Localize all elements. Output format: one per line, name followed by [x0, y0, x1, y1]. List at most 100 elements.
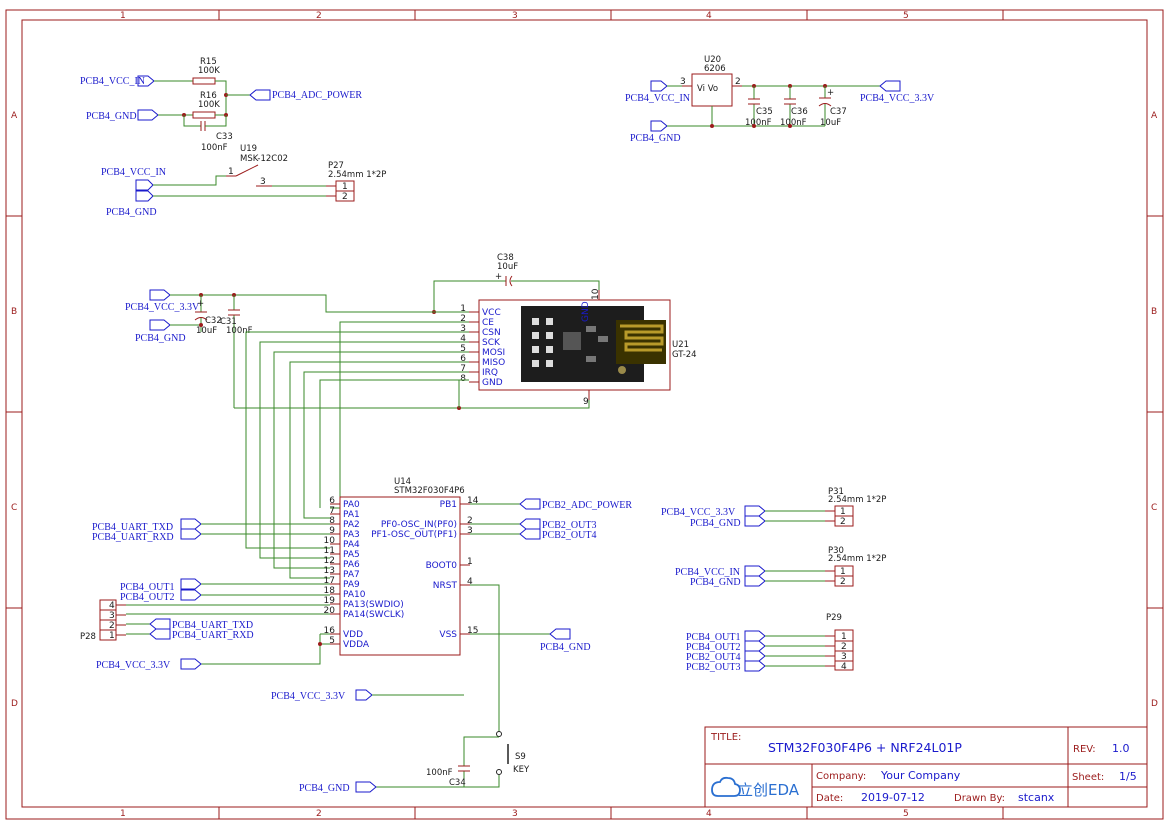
- u21-ref: U21: [672, 340, 689, 350]
- net-flag: [744, 650, 766, 662]
- grid-col-2-bottom: 2: [316, 809, 322, 819]
- p28-ref: P28: [80, 632, 96, 642]
- net-label-gnd-3[interactable]: PCB4_GND: [630, 133, 681, 144]
- net-label-pcb2-adc[interactable]: PCB2_ADC_POWER: [542, 500, 632, 511]
- mcu-pin-name: PA10: [343, 590, 366, 600]
- net-label-vcc-in[interactable]: PCB4_VCC_IN: [80, 76, 145, 87]
- grid-col-4-bottom: 4: [706, 809, 712, 819]
- net-label-vcc-in-3[interactable]: PCB4_VCC_IN: [625, 93, 690, 104]
- p28-pin-number: 4: [109, 601, 115, 611]
- net-flag: [744, 505, 766, 517]
- c31-ref: C31: [220, 317, 237, 327]
- rf-pin-name: MOSI: [482, 348, 505, 358]
- drawn-label: Drawn By:: [954, 793, 1005, 804]
- p30-ref: P30: [828, 546, 844, 556]
- net-label-uart-rxd[interactable]: PCB4_UART_RXD: [92, 532, 174, 543]
- net-label-uart-rxd-2[interactable]: PCB4_UART_RXD: [172, 630, 254, 641]
- net-label-out2[interactable]: PCB4_OUT2: [120, 592, 174, 603]
- rev-label: REV:: [1073, 744, 1096, 755]
- resistor-r15[interactable]: [192, 77, 216, 85]
- u21-pin10: 10: [591, 288, 601, 300]
- u21-pin9: 9: [583, 397, 589, 407]
- mcu-pin-number: 14: [467, 496, 479, 506]
- mcu-pin-number: 18: [324, 586, 336, 596]
- net-label-pcb2-out4[interactable]: PCB2_OUT4: [542, 530, 596, 541]
- connector-p29[interactable]: [834, 629, 854, 671]
- c36-value: 100nF: [780, 118, 807, 128]
- net-label-vcc-in-4[interactable]: PCB4_VCC_IN: [675, 567, 740, 578]
- net-label-uart-txd-2[interactable]: PCB4_UART_TXD: [172, 620, 253, 631]
- net-label-vcc-33-2[interactable]: PCB4_VCC_3.3V: [125, 302, 200, 313]
- c32-plus: +: [197, 299, 204, 309]
- mcu-pin-name: PA2: [343, 520, 360, 530]
- u19-value: MSK-12C02: [240, 154, 288, 164]
- mcu-pin-name: PA7: [343, 570, 360, 580]
- net-flag: [744, 515, 766, 527]
- net-label-out2-2[interactable]: PCB4_OUT2: [686, 642, 740, 653]
- mcu-pin-name: PA5: [343, 550, 360, 560]
- rf-pin-name: VCC: [482, 308, 501, 318]
- vcc-standalone: PCB4_VCC_3.3V: [271, 689, 464, 702]
- net-flag: [549, 628, 571, 640]
- net-label-gnd-5[interactable]: PCB4_GND: [540, 642, 591, 653]
- sheet-frame: 1 2 3 4 5 1 2 3 4 5 A B C D A B C D: [5, 9, 1164, 820]
- net-label-pcb2-out3-2[interactable]: PCB2_OUT3: [686, 662, 740, 673]
- net-flag: [879, 80, 901, 92]
- s9-value: KEY: [513, 765, 530, 775]
- net-flag: [744, 660, 766, 672]
- net-label-vcc-in-2[interactable]: PCB4_VCC_IN: [101, 167, 166, 178]
- rf-pin-name: IRQ: [482, 368, 498, 378]
- net-label-out1-2[interactable]: PCB4_OUT1: [686, 632, 740, 643]
- net-flag: [149, 319, 171, 331]
- p28-pin-number: 1: [109, 631, 115, 641]
- grid-col-2: 2: [316, 11, 322, 21]
- p31-ref: P31: [828, 487, 844, 497]
- net-label-pcb2-out3[interactable]: PCB2_OUT3: [542, 520, 596, 531]
- net-label-gnd-8[interactable]: PCB4_GND: [690, 577, 741, 588]
- date-value: 2019-07-12: [861, 791, 925, 804]
- net-label-uart-txd[interactable]: PCB4_UART_TXD: [92, 522, 173, 533]
- net-label-vcc-33-4[interactable]: PCB4_VCC_3.3V: [271, 691, 346, 702]
- net-label-vcc-33-3[interactable]: PCB4_VCC_3.3V: [96, 660, 171, 671]
- rf-pin-name: CSN: [482, 328, 501, 338]
- switch-block: U19 MSK-12C02 PCB4_VCC_IN 1 3 PCB4_GND 1…: [101, 144, 386, 218]
- logo-text: 立创EDA: [738, 781, 800, 799]
- net-flag: [650, 80, 668, 92]
- u19-ref: U19: [240, 144, 257, 154]
- net-label-adc-power[interactable]: PCB4_ADC_POWER: [272, 90, 362, 101]
- resistor-r16[interactable]: [192, 111, 216, 119]
- net-label-gnd-2[interactable]: PCB4_GND: [106, 207, 157, 218]
- net-flag: [650, 120, 668, 132]
- reset-block: S9 KEY 100nF C34 PCB4_GND: [299, 731, 530, 794]
- net-flag: [249, 89, 271, 101]
- rf-pin-number: 8: [460, 374, 466, 384]
- net-label-gnd-7[interactable]: PCB4_GND: [690, 518, 741, 529]
- net-flag: [137, 109, 159, 121]
- net-label-pcb2-out4-2[interactable]: PCB2_OUT4: [686, 652, 740, 663]
- p30-value: 2.54mm 1*2P: [828, 554, 886, 564]
- net-flag: [149, 628, 171, 640]
- net-label-gnd-4[interactable]: PCB4_GND: [135, 333, 186, 344]
- c33-value: 100nF: [201, 143, 228, 153]
- sheet-label: Sheet:: [1072, 772, 1104, 783]
- rf-module-u21[interactable]: [478, 299, 671, 391]
- net-label-gnd-6[interactable]: PCB4_GND: [299, 783, 350, 794]
- mcu-pin-name: PB1: [440, 500, 457, 510]
- mcu-pin-number: 15: [467, 626, 478, 636]
- rf-pin-number: 3: [460, 324, 466, 334]
- mcu-pin-number: 2: [467, 516, 473, 526]
- company-value: Your Company: [880, 769, 961, 782]
- net-flag: [135, 190, 154, 202]
- mcu-u14[interactable]: [339, 496, 461, 656]
- net-flag: [180, 578, 202, 590]
- mcu-power-pin-number: 5: [329, 636, 335, 646]
- net-label-gnd[interactable]: PCB4_GND: [86, 111, 137, 122]
- net-label-vcc-33-5[interactable]: PCB4_VCC_3.3V: [661, 507, 736, 518]
- net-label-vcc-33[interactable]: PCB4_VCC_3.3V: [860, 93, 935, 104]
- mcu-pin-name: PA1: [343, 510, 360, 520]
- c32-ref: C32: [205, 316, 222, 326]
- u21-value: GT-24: [672, 350, 697, 360]
- net-flag: [519, 498, 541, 510]
- net-label-out1[interactable]: PCB4_OUT1: [120, 582, 174, 593]
